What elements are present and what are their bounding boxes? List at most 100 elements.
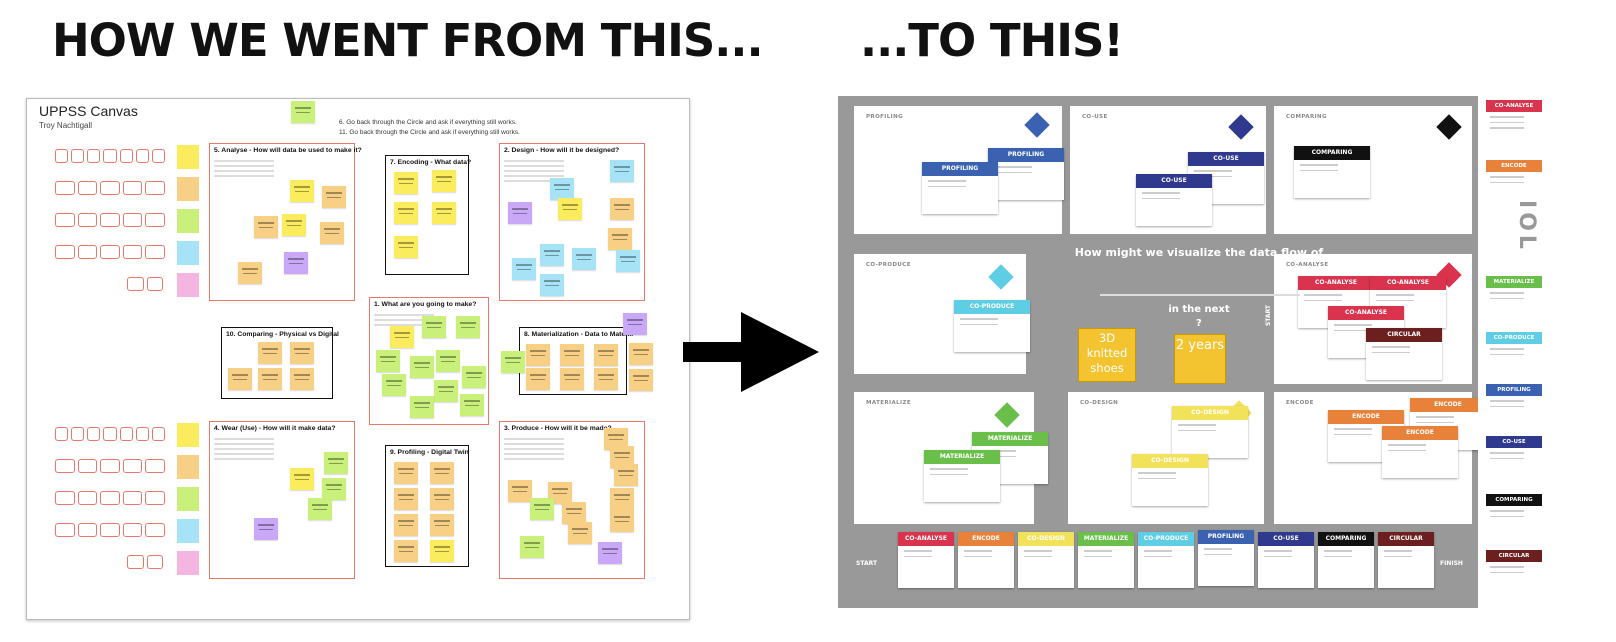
profiling-logo-icon — [1024, 112, 1050, 138]
answer-2-years: 2 years — [1174, 334, 1226, 384]
sticky-note — [258, 368, 282, 390]
side-card-co-produce: CO-PRODUCE — [1486, 332, 1542, 378]
sticky-note — [282, 214, 306, 236]
sticky-note — [508, 480, 532, 502]
sticky-note — [390, 326, 414, 348]
strip-card-co-use: CO-USE — [1258, 532, 1314, 588]
card-label: CO-ANALYSE — [1328, 306, 1404, 320]
card-label: CO-USE — [1188, 152, 1264, 166]
iol-logo: IOL — [1513, 200, 1539, 253]
sticky-note — [530, 498, 554, 520]
strip-card-materialize: MATERIALIZE — [1078, 532, 1134, 588]
swatch-blue — [177, 519, 199, 543]
card-label: CO-USE — [1258, 532, 1314, 546]
panel-title: CO-DESIGN — [1080, 400, 1119, 406]
sticky-note — [410, 356, 434, 378]
sticky-note — [258, 342, 282, 364]
sticky-note — [382, 374, 406, 396]
sticky-note — [560, 368, 584, 390]
card-label: MATERIALIZE — [972, 432, 1048, 446]
panel-comparing: COMPARING COMPARING — [1274, 106, 1472, 234]
sticky-note — [594, 368, 618, 390]
card-label: CO-ANALYSE — [898, 532, 954, 546]
sticky-note — [456, 316, 480, 338]
card-label: MATERIALIZE — [1486, 276, 1542, 288]
sticky-note — [394, 236, 418, 258]
strip-card-co-design: CO-DESIGN — [1018, 532, 1074, 588]
zone-design: 2. Design - How will it be designed? — [499, 143, 645, 301]
cycle-icons-row — [127, 555, 163, 569]
sticky-note — [432, 202, 456, 224]
sticky-note — [308, 498, 332, 520]
center-next: in the next — [1168, 304, 1230, 315]
card-label: CIRCULAR — [1366, 328, 1442, 342]
materialize-logo-icon — [994, 402, 1020, 428]
sticky-note — [410, 396, 434, 418]
card-label: CO-ANALYSE — [1486, 100, 1542, 112]
sticky-note — [462, 366, 486, 388]
sticky-note — [629, 343, 653, 365]
card-label: ENCODE — [958, 532, 1014, 546]
zone-what-to-make: 1. What are you going to make? — [369, 297, 489, 425]
sticky-note — [512, 258, 536, 280]
zone-produce: 3. Produce - How will it be made? — [499, 421, 645, 579]
swatch-yellow — [177, 145, 199, 169]
zone-comparing: 10. Comparing - Physical vs Digital — [221, 327, 339, 399]
card-profiling: PROFILING — [988, 148, 1064, 200]
sticky-note — [629, 369, 653, 391]
sticky-note — [290, 368, 314, 390]
zone-title: 9. Profiling - Digital Twin — [390, 449, 469, 456]
sticky-note — [616, 250, 640, 272]
sticky-note — [254, 216, 278, 238]
co-produce-logo-icon — [988, 264, 1014, 290]
side-card-circular: CIRCULAR — [1486, 550, 1542, 602]
card-label: MATERIALIZE — [924, 450, 1000, 464]
sticky-note — [610, 198, 634, 220]
card-profiling: PROFILING — [922, 162, 998, 214]
sticky-note — [526, 344, 550, 366]
card-co-analyse: CO-ANALYSE — [1370, 276, 1446, 328]
sticky-note — [526, 368, 550, 390]
side-card-materialize: MATERIALIZE — [1486, 276, 1542, 326]
zone-title: 5. Analyse - How will data be used to ma… — [214, 147, 362, 154]
sticky-note — [320, 222, 344, 244]
zone-encoding: 7. Encoding - What data? — [385, 155, 471, 275]
sticky-note — [290, 342, 314, 364]
card-label: CO-PRODUCE — [954, 300, 1030, 314]
card-label: CO-USE — [1486, 436, 1542, 448]
card-co-design: CO-DESIGN — [1132, 454, 1208, 506]
sticky-note — [322, 478, 346, 500]
right-arrow-icon — [683, 312, 819, 392]
card-label: MATERIALIZE — [1078, 532, 1134, 546]
panel-title: MATERIALIZE — [866, 400, 912, 406]
zone-title: 4. Wear (Use) - How will it make data? — [214, 425, 336, 432]
zone-title: 3. Produce - How will it be made? — [504, 425, 612, 432]
card-label: PROFILING — [988, 148, 1064, 162]
sticky-note — [394, 172, 418, 194]
card-label: CO-ANALYSE — [1298, 276, 1374, 290]
question-mark: ? — [1196, 318, 1202, 329]
sticky-note — [562, 502, 586, 524]
headline-right: ...TO THIS! — [860, 14, 1124, 67]
sticky-note — [604, 428, 628, 450]
swatch-blue — [177, 241, 199, 265]
co-use-logo-icon — [1228, 114, 1254, 140]
swatch-orange — [177, 177, 199, 201]
swatch-green — [177, 487, 199, 511]
card-comparing: COMPARING — [1294, 146, 1370, 198]
blank-line — [1100, 294, 1300, 296]
sticky-note — [623, 313, 647, 335]
card-circular: CIRCULAR — [1366, 328, 1442, 380]
panel-co-analyse: CO-ANALYSE CO-ANALYSE CO-ANALYSE CO-ANAL… — [1274, 254, 1472, 384]
sticky-note — [594, 344, 618, 366]
sticky-note — [430, 514, 454, 536]
sticky-note — [430, 462, 454, 484]
panel-materialize: MATERIALIZE MATERIALIZE MATERIALIZE — [854, 392, 1048, 524]
strip-card-profiling: PROFILING — [1198, 530, 1254, 586]
sticky-note — [608, 228, 632, 250]
sticky-note — [394, 514, 418, 536]
side-card-co-use: CO-USE — [1486, 436, 1542, 488]
panel-title: CO-USE — [1082, 114, 1108, 120]
sticky-note — [291, 101, 315, 123]
sticky-note — [436, 350, 460, 372]
